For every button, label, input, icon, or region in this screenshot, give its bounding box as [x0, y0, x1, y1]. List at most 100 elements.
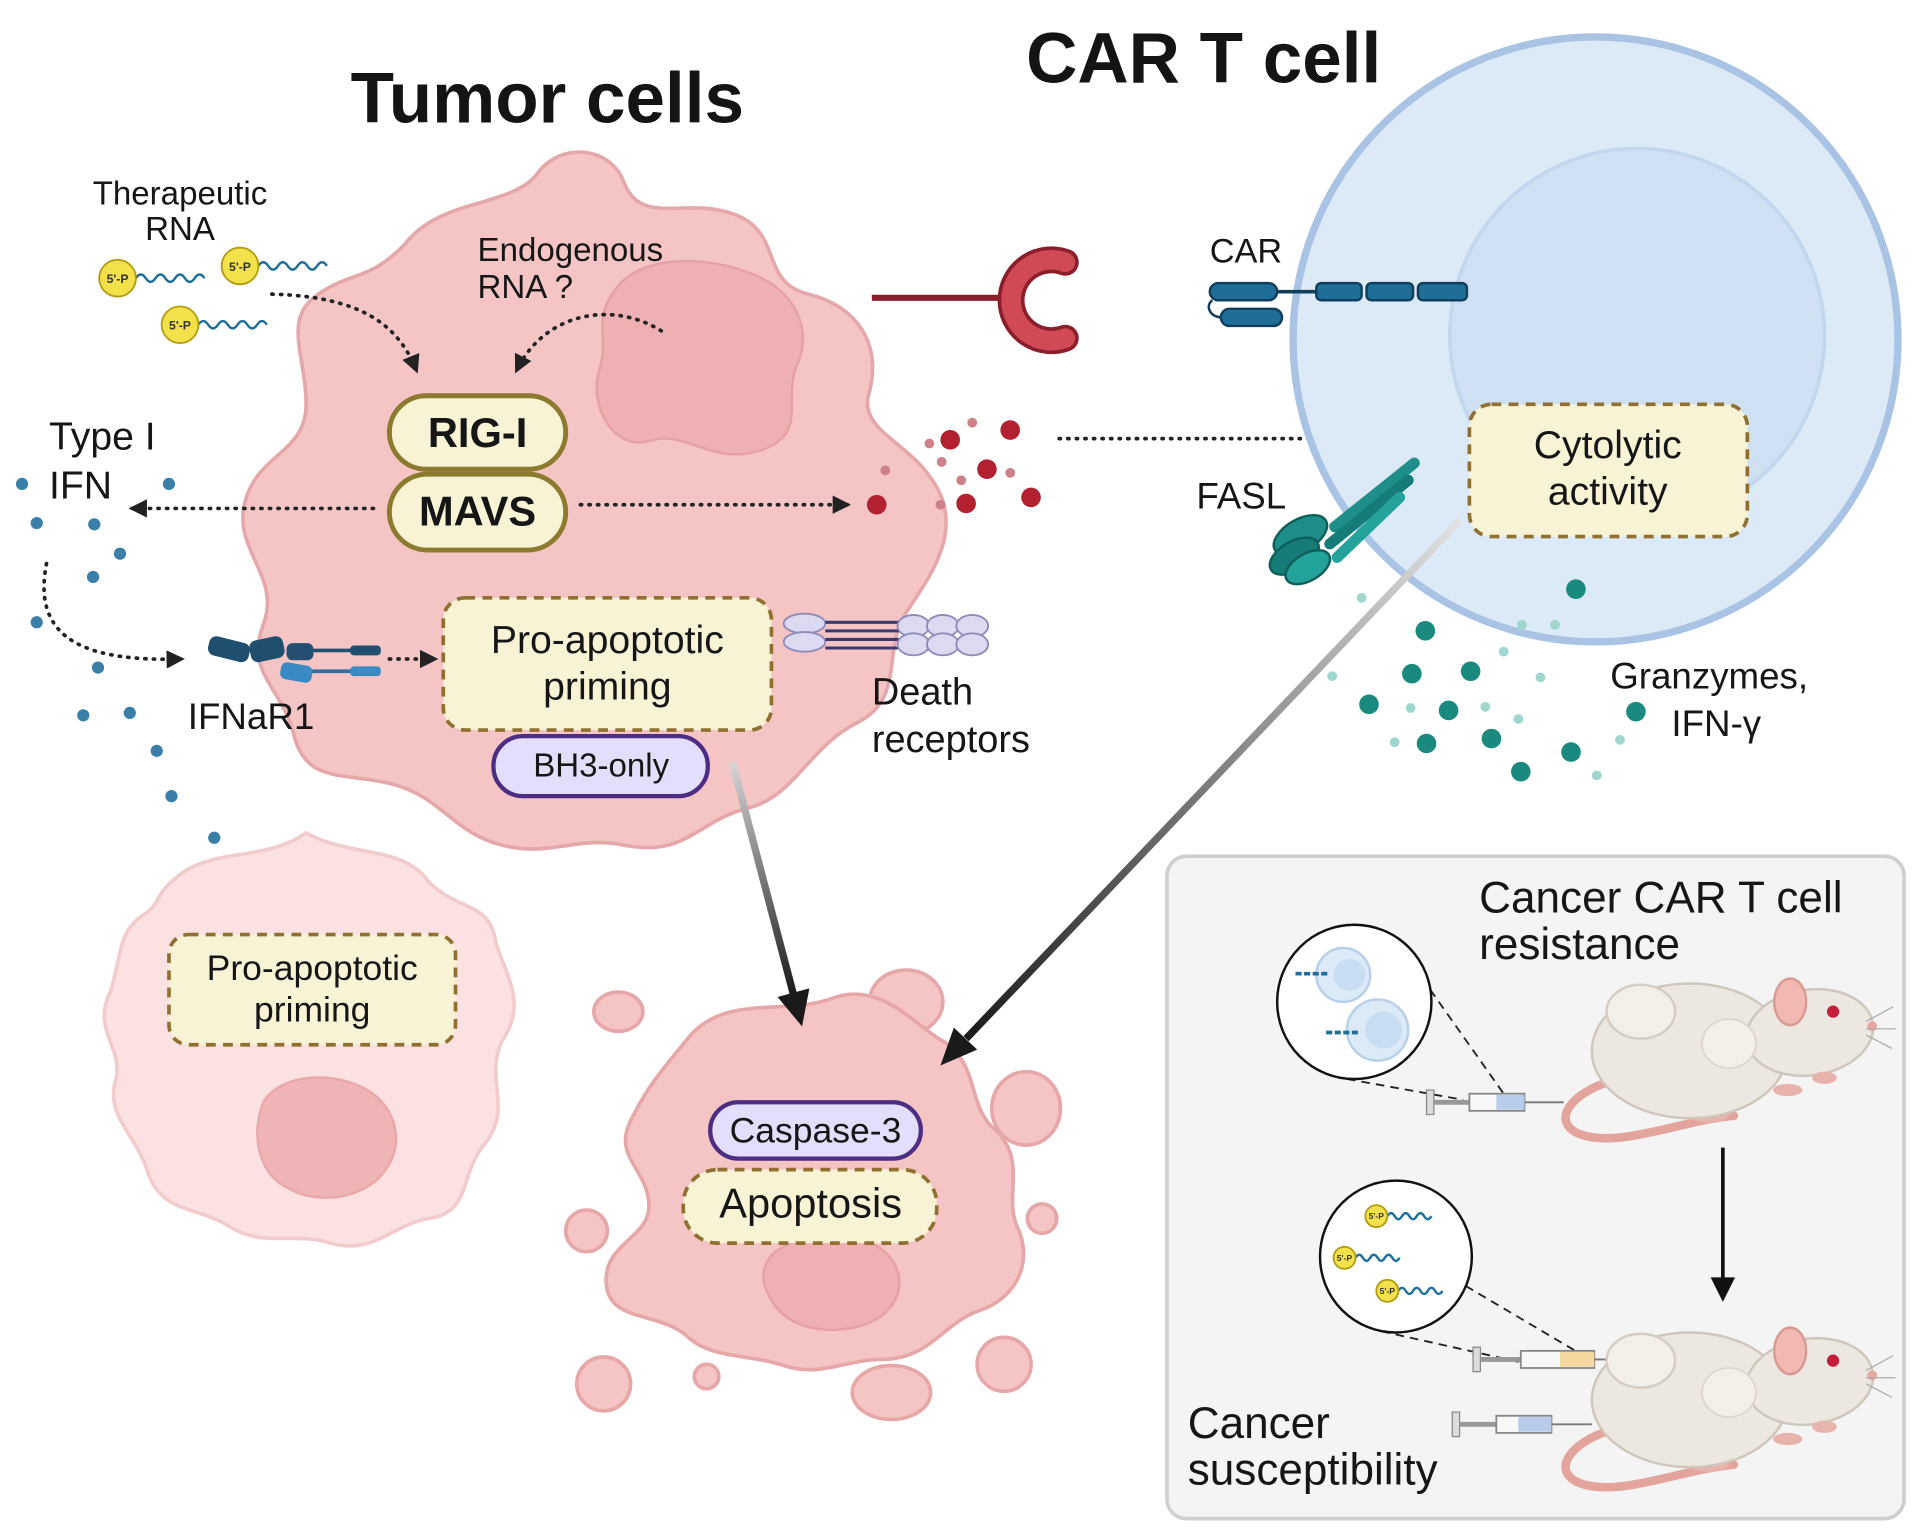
- signal-dot: [1005, 468, 1016, 478]
- priming-box: [441, 595, 774, 732]
- fasl-head: [1284, 549, 1332, 586]
- inset-bottom-label-line2: susceptibility: [1188, 1445, 1438, 1494]
- ifnar2-domain: [280, 662, 313, 683]
- granzyme-dot: [1359, 694, 1379, 715]
- apoptotic-bleb: [1025, 1202, 1059, 1236]
- apoptotic-bleb: [592, 990, 645, 1034]
- arrow-therapeutic-rna-to-rig-i: [270, 292, 420, 374]
- rna-strand: [1354, 1253, 1401, 1263]
- arrow-endogenous-rna-to-rig-i: [514, 312, 664, 374]
- fasl-stalk: [1324, 474, 1414, 550]
- signal-dot: [935, 499, 946, 510]
- ifn-dot: [208, 831, 221, 844]
- signal-dot: [940, 430, 960, 450]
- mavs-label: MAVS: [419, 488, 536, 535]
- ifnar1-receptor-icon: [207, 636, 381, 683]
- fasl-stalk: [1329, 457, 1420, 533]
- primed-tumor-cell: Pro-apoptotic priming: [102, 830, 516, 1248]
- syringe-liquid: [1518, 1416, 1552, 1432]
- zoom-guide-line: [1346, 1078, 1464, 1101]
- priming-label-line1: Pro-apoptotic: [491, 619, 724, 662]
- ifn-dot: [30, 616, 43, 629]
- signal-dot: [880, 465, 891, 476]
- ifn-gamma-dot: [1615, 734, 1625, 745]
- therapeutic-rna-label-line2: RNA: [145, 211, 215, 248]
- rna-strand: [1397, 1286, 1444, 1296]
- therapeutic-rna-label-line1: Therapeutic: [93, 176, 268, 213]
- syringe-icon: [1472, 1346, 1632, 1373]
- rna-cap-icon: [1364, 1204, 1389, 1229]
- zoom-guide-line: [1429, 989, 1505, 1095]
- car-signaling-domain: [1365, 281, 1415, 302]
- ifnar2-tail: [350, 666, 381, 677]
- primed-priming-label-line2: priming: [254, 989, 370, 1029]
- rig-i-label: RIG-I: [428, 409, 527, 456]
- rig-i-pill: [386, 393, 569, 472]
- mini-rna-molecule: 5'-P: [1364, 1204, 1433, 1229]
- zoom-guide-line: [1465, 1285, 1581, 1355]
- apoptosis-box: [681, 1167, 939, 1245]
- endogenous-rna-label-line1: Endogenous: [478, 232, 664, 269]
- antigen-cup: [1001, 250, 1076, 351]
- therapeutic-rna-molecule: 5'-P: [220, 246, 328, 286]
- ifn-gamma-dot: [1498, 646, 1509, 657]
- rna-cap-label: 5'-P: [1369, 1211, 1385, 1221]
- ifn-dot: [91, 661, 105, 674]
- rna-cap-icon: [1332, 1245, 1357, 1270]
- death-receptor-domain: [782, 631, 827, 653]
- arrow-head: [940, 1027, 978, 1066]
- ifn-dot: [15, 477, 29, 491]
- syringe-liquid: [1496, 1094, 1525, 1110]
- ifn-dot: [123, 706, 136, 720]
- type-i-ifn-label-line2: IFN: [49, 465, 112, 508]
- rna-strand: [1386, 1211, 1433, 1221]
- signal-dot: [956, 493, 976, 514]
- ifn-dot: [86, 570, 100, 584]
- bh3-only-label: BH3-only: [533, 748, 669, 785]
- syringe-icon: [1451, 1411, 1592, 1438]
- ifn-dot: [113, 547, 127, 560]
- priming-label-line2: priming: [543, 665, 671, 708]
- rna-cap-label: 5'-P: [1337, 1253, 1353, 1263]
- granzyme-dot: [1415, 621, 1436, 641]
- ifn-gamma-dot: [1327, 671, 1338, 682]
- granzyme-dot: [1561, 742, 1581, 762]
- apoptotic-bleb: [692, 1362, 721, 1391]
- rna-cap-label: 5'-P: [107, 272, 129, 286]
- arrow-shaft: [963, 518, 1463, 1042]
- tumor-antigen: [871, 246, 1079, 355]
- zoom-circle-rna: [1318, 1179, 1474, 1334]
- apoptotic-bleb: [990, 1069, 1063, 1147]
- death-receptor-domain: [926, 632, 960, 657]
- cytolytic-activity-label-line1: Cytolytic: [1534, 424, 1682, 467]
- arrow-ifn-to-ifnar1: [42, 561, 185, 669]
- endogenous-rna-label-line2: RNA ?: [478, 269, 574, 306]
- inset-title-line2: resistance: [1479, 920, 1680, 969]
- ifn-dot: [165, 790, 178, 803]
- granzyme-dot: [1511, 761, 1531, 782]
- apoptotic-bleb: [574, 1355, 633, 1413]
- granzyme-particles: [1327, 579, 1646, 782]
- caspase-3-label: Caspase-3: [730, 1111, 902, 1151]
- apoptotic-bleb: [975, 1335, 1033, 1394]
- signal-dot: [967, 417, 978, 428]
- rna-cap-label: 5'-P: [229, 260, 251, 274]
- mini-rna-molecule: 5'-P: [1375, 1278, 1444, 1303]
- therapeutic-rna-molecule: 5'-P: [98, 258, 206, 298]
- arrow-shaft: [728, 760, 798, 996]
- ifnar1-domain: [207, 636, 250, 663]
- granzyme-dot: [1416, 733, 1437, 754]
- ifnar1-domain: [286, 643, 314, 661]
- tumor-cell-nucleus: [595, 259, 805, 456]
- granzyme-dot: [1626, 701, 1646, 722]
- mini-rna-molecule: 5'-P: [1332, 1245, 1401, 1270]
- mavs-pill: [386, 471, 569, 553]
- danger-signal-particles: [866, 417, 1041, 515]
- rna-cap-icon: [1375, 1278, 1400, 1303]
- apoptotic-bleb: [563, 1208, 610, 1254]
- syringe-liquid: [1560, 1352, 1595, 1367]
- arrow-head: [777, 988, 810, 1027]
- signal-dot: [956, 475, 967, 486]
- car-scfv-domain: [1208, 281, 1279, 302]
